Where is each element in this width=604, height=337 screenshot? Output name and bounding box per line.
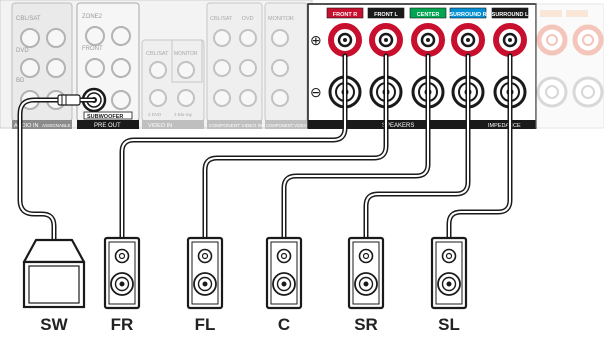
speaker-sl <box>430 236 468 310</box>
rca-jack <box>271 59 289 77</box>
speaker-cable-5 <box>446 53 513 241</box>
pre-out-block: ZONE2 FRONT SUBWOOFER PRE OUT <box>76 2 140 129</box>
speaker-cable-1 <box>119 53 348 241</box>
component-cblsat-label: CBL/SAT <box>210 16 233 22</box>
rca-jack <box>46 28 66 48</box>
terminal-label: SURROUND R <box>449 12 486 18</box>
rca-jack <box>271 89 289 107</box>
assignable-label: ASSIGNABLE <box>42 123 71 128</box>
rca-jack <box>177 61 195 79</box>
video-monitor-label: MONITOR <box>174 51 198 57</box>
rca-jack <box>111 26 131 46</box>
terminal-label: FRONT R <box>333 12 357 18</box>
component-in-label: COMPONENT VIDEO IN <box>209 123 263 129</box>
audio-in-label: AUDIO IN <box>14 123 38 129</box>
rca-jack <box>46 58 66 78</box>
speaker-terminal-panel: ⊕ ⊖ SPEAKERS IMPEDANCE FRONT R FRONT L CEN… <box>307 3 537 129</box>
subwoofer-cable <box>17 94 97 243</box>
rca-jack <box>239 29 257 47</box>
rca-jack <box>111 90 131 110</box>
terminal-label: FRONT L <box>374 12 398 18</box>
component-dvd-label: DVD <box>242 16 254 22</box>
input-label-bd: BD <box>16 78 25 84</box>
speaker-fl <box>186 236 224 310</box>
speaker-label-c: C <box>277 315 291 334</box>
video-bluray-label: 3 Blu-ray <box>174 112 193 117</box>
pre-out-label: PRE OUT <box>94 123 121 129</box>
speaker-terminal-3: CENTER <box>409 7 447 109</box>
rca-jack <box>213 59 231 77</box>
rca-jack <box>111 58 131 78</box>
video-dvd-label: 2 DVD <box>148 112 162 117</box>
rca-jack <box>85 26 105 46</box>
speaker-cable-3 <box>281 53 431 241</box>
rca-jack <box>85 58 105 78</box>
rca-jack <box>239 59 257 77</box>
speaker-c <box>265 236 303 310</box>
subwoofer-label: SUBWOOFER <box>87 114 123 120</box>
monitor-label: MONITOR <box>268 16 294 22</box>
unused-terminals <box>535 3 604 129</box>
rca-jack <box>20 28 40 48</box>
speaker-cable-4 <box>363 53 471 241</box>
speaker-label-fl: FL <box>194 315 216 334</box>
rca-jack <box>239 89 257 107</box>
rca-jack <box>271 29 289 47</box>
component-in-block: CBL/SAT DVD COMPONENT VIDEO IN <box>206 2 263 129</box>
component-out-label: COMPONENT VIDEO OUT <box>266 123 318 128</box>
terminal-label: SURROUND L <box>492 12 529 18</box>
rear-panel: CBL/SAT DVD BD AUDIO IN ASSIGNABLE ZONE2… <box>0 0 318 129</box>
zone2-label: ZONE2 <box>82 14 103 20</box>
rca-jack <box>149 89 167 107</box>
speaker-label-sw: SW <box>40 315 68 334</box>
rca-jack <box>213 29 231 47</box>
speaker-label-sr: SR <box>354 315 378 334</box>
speaker-cable-2 <box>202 53 389 241</box>
rca-jack <box>149 61 167 79</box>
minus-symbol: ⊖ <box>310 84 322 100</box>
speaker-sr <box>347 236 385 310</box>
speaker-label-fr: FR <box>110 315 134 334</box>
video-in-label: VIDEO IN <box>148 123 172 129</box>
impedance-label: IMPEDANCE <box>488 123 521 129</box>
plus-symbol: ⊕ <box>310 32 322 48</box>
rca-jack <box>20 58 40 78</box>
rca-jack <box>177 89 195 107</box>
input-label-dvd: DVD <box>16 48 29 54</box>
component-out-block: MONITOR COMPONENT VIDEO OUT <box>264 2 318 129</box>
speakers-label: SPEAKERS <box>382 123 414 129</box>
front-label: FRONT <box>82 46 103 52</box>
speaker-label-sl: SL <box>438 315 460 334</box>
video-cblsat-label: CBL/SAT <box>146 51 169 57</box>
speaker-fr <box>103 236 141 310</box>
rca-jack <box>213 89 231 107</box>
subwoofer-speaker <box>22 238 86 309</box>
input-label-cblsat: CBL/SAT <box>16 16 41 22</box>
terminal-label: CENTER <box>417 12 440 18</box>
video-in-block: CBL/SAT MONITOR 2 DVD 3 Blu-ray VIDEO IN <box>141 39 205 129</box>
cables <box>17 53 513 243</box>
